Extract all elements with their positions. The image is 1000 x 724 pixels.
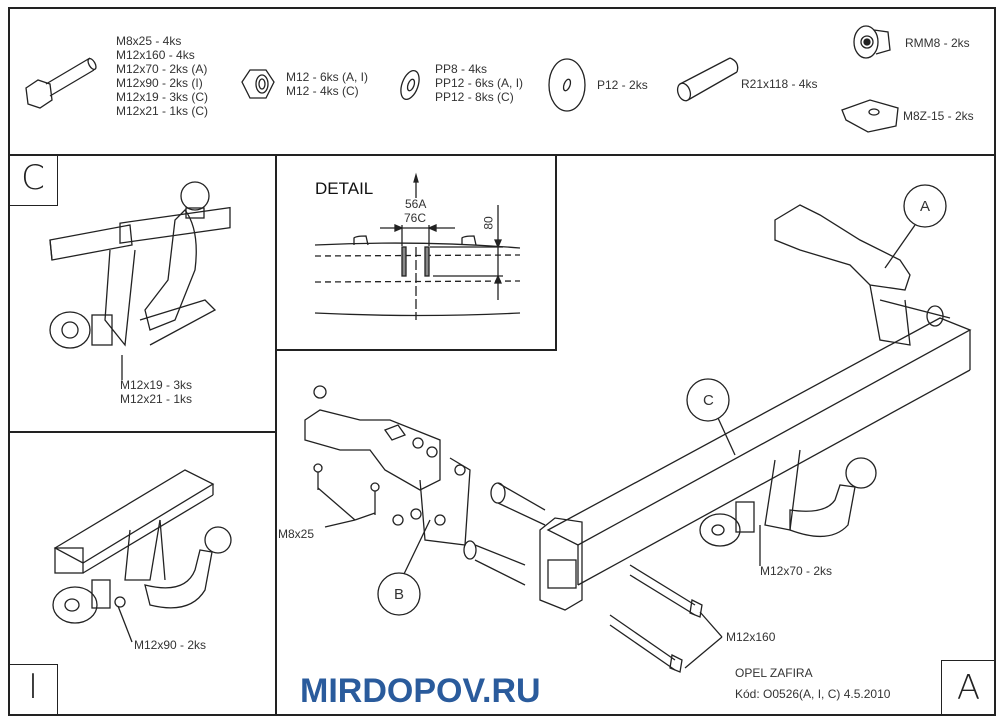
nut-item: M12 - 4ks (C) (286, 84, 359, 98)
detail-dim-76c: 76C (404, 211, 427, 225)
bolts-list: M8x25 - 4ks M12x160 - 4ks M12x70 - 2ks (… (116, 34, 208, 118)
hitch-c-drawing (49, 181, 231, 349)
callout-a: A (920, 198, 931, 215)
bolt-icon (25, 57, 97, 109)
panel-c-label: M12x21 - 1ks (120, 392, 193, 406)
drawing-frame (8, 7, 996, 716)
spacer-tube-icon (676, 57, 739, 102)
main-corner-label: A (941, 660, 996, 716)
washers-list: PP8 - 4ks PP12 - 6ks (A, I) PP12 - 8ks (… (435, 62, 523, 104)
cage-nut-icon (841, 99, 899, 133)
panel-c-corner-label: C (8, 155, 58, 206)
m8x25-label: M8x25 (278, 527, 315, 541)
bolt-item: M12x19 - 3ks (C) (116, 90, 209, 104)
rivet-nut-icon (853, 25, 891, 59)
panel-i-label: M12x90 - 2ks (134, 638, 207, 652)
washer-item: PP12 - 6ks (A, I) (435, 76, 524, 90)
washer-icon (400, 69, 420, 101)
nuts-list: M12 - 6ks (A, I) M12 - 4ks (C) (286, 70, 368, 98)
watermark: MIRDOPOV.RU (300, 672, 541, 710)
m12x70-label: M12x70 - 2ks (760, 564, 833, 578)
bolt-item: M12x21 - 1ks (C) (116, 104, 209, 118)
detail-drawing (314, 172, 521, 320)
car-model: OPEL ZAFIRA (735, 666, 813, 680)
rivet-nut-label: RMM8 - 2ks (905, 36, 970, 50)
nut-item: M12 - 6ks (A, I) (286, 70, 369, 84)
callout-leaders (117, 184, 947, 669)
left-column-divider (275, 154, 277, 716)
panel-i-corner-label: I (8, 664, 58, 716)
panel-c-labels: M12x19 - 3ks M12x21 - 1ks (120, 378, 192, 406)
detail-title: DETAIL (315, 179, 374, 198)
nut-icon (241, 69, 275, 99)
flat-washer-icon (548, 58, 586, 112)
callout-b: B (394, 586, 405, 603)
washer-item: PP8 - 4ks (435, 62, 488, 76)
product-code: Kód: O0526(A, I, C) 4.5.2010 (735, 687, 891, 701)
main-assembly-drawing (304, 204, 972, 673)
callout-c: C (703, 392, 714, 409)
bolt-item: M8x25 - 4ks (116, 34, 182, 48)
washer-item: PP12 - 8ks (C) (435, 90, 514, 104)
hitch-i-drawing (52, 469, 232, 624)
bolt-item: M12x70 - 2ks (A) (116, 62, 208, 76)
detail-dim-56a: 56A (405, 197, 427, 211)
panel-c-label: M12x19 - 3ks (120, 378, 193, 392)
m12x160-label: M12x160 (726, 630, 776, 644)
flat-washer-label: P12 - 2ks (597, 78, 648, 92)
left-panels-divider (8, 431, 276, 433)
bolt-item: M12x160 - 4ks (116, 48, 195, 62)
detail-dim-80: 80 (481, 216, 496, 230)
bolt-item: M12x90 - 2ks (I) (116, 76, 203, 90)
cage-nut-label: M8Z-15 - 2ks (903, 109, 974, 123)
detail-panel (275, 154, 557, 351)
spacer-label: R21x118 - 4ks (741, 77, 818, 91)
